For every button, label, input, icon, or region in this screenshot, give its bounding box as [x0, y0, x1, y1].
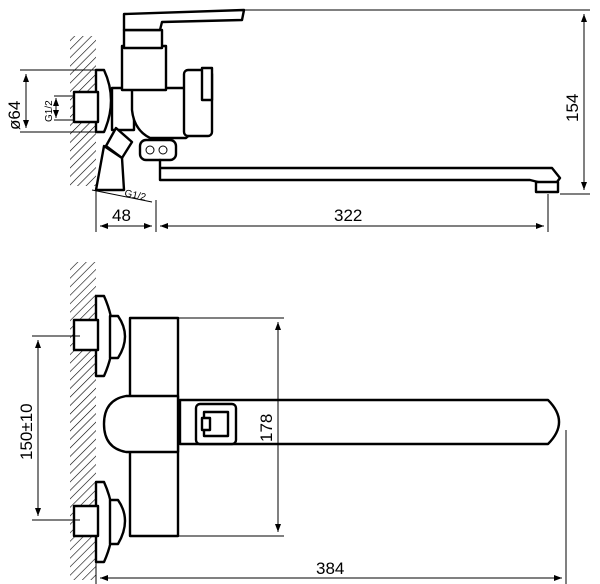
cartridge-tower — [120, 44, 168, 92]
lower-eccentric — [108, 498, 127, 546]
dim-height-top: 154 — [563, 94, 582, 122]
dim-height-bottom: 178 — [257, 414, 276, 442]
thread-outlet-label: G1/2 — [123, 188, 147, 203]
thread-inlet-label: G1/2 — [44, 100, 55, 122]
spout — [158, 158, 562, 188]
upper-inlet-nut — [72, 318, 100, 352]
eccentric-nut — [110, 86, 136, 132]
aerator — [534, 180, 560, 194]
cartridge-cap — [122, 28, 164, 50]
lever-handle — [122, 8, 246, 32]
dim-offset-label: 48 — [112, 206, 131, 225]
dim-length-label: 384 — [316, 559, 344, 578]
dim-width-label: 322 — [334, 206, 362, 225]
shower-connector — [94, 144, 126, 192]
dim-spacing-label: 150±10 — [17, 403, 36, 460]
diverter-lever — [200, 66, 214, 102]
lever-top — [102, 394, 180, 454]
top-down-view: 150±10 178 384 — [17, 262, 567, 584]
spout-top — [178, 398, 561, 446]
dim-diameter-label: ø64 — [5, 101, 24, 130]
upper-eccentric — [108, 314, 127, 360]
inlet-nut — [72, 90, 100, 124]
lower-inlet-nut — [72, 504, 100, 538]
spout-collar — [138, 138, 178, 162]
side-view: ø64 G1/2 G1/2 154 48 322 — [5, 8, 590, 232]
lever-badge-inset — [200, 416, 212, 432]
